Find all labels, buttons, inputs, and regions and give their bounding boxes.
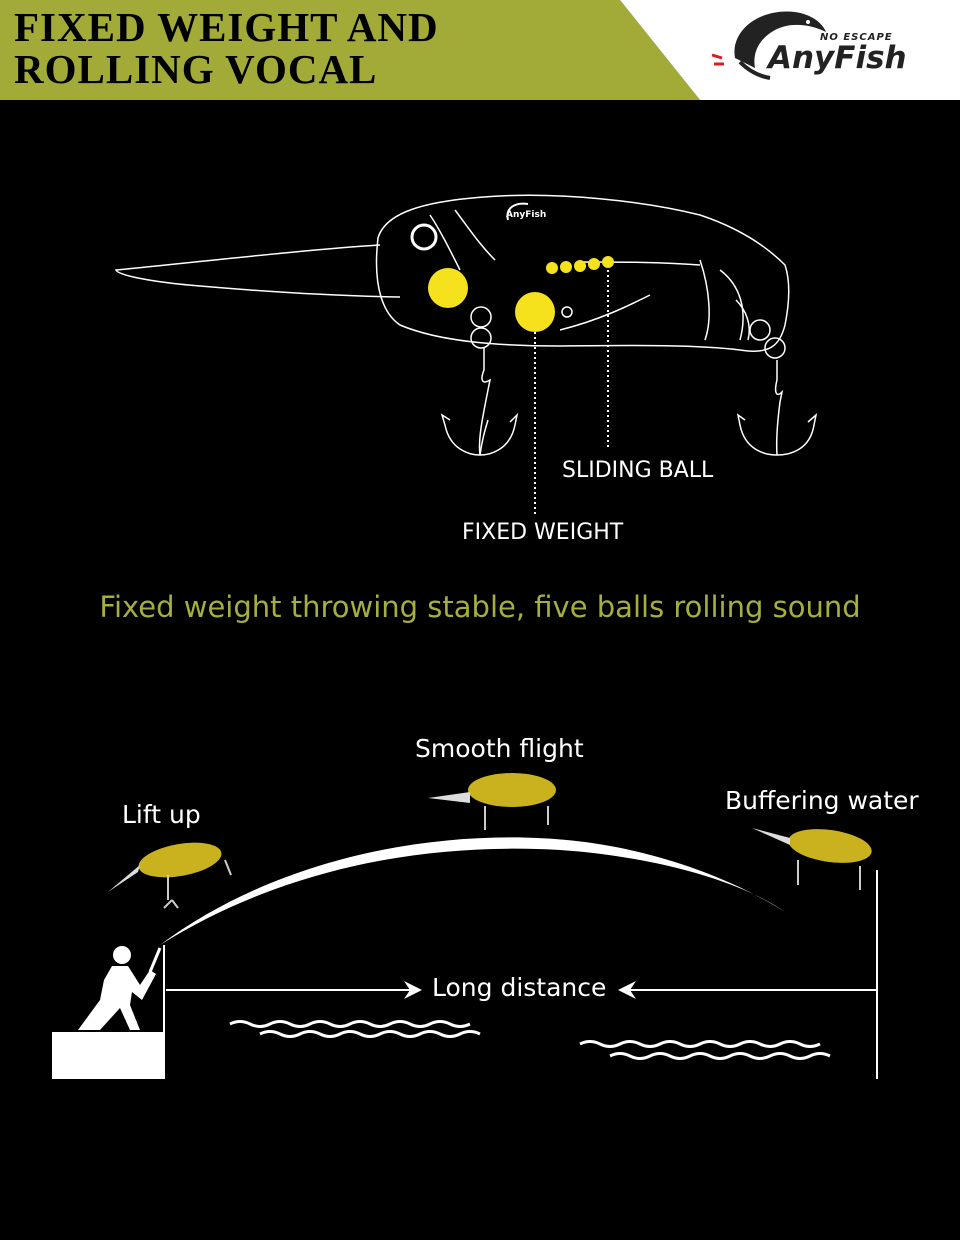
shore-platform	[52, 1032, 165, 1079]
smooth-flight-label: Smooth flight	[415, 734, 584, 763]
diving-lip-outline	[114, 244, 401, 298]
buffering-water-label: Buffering water	[725, 786, 919, 815]
brand-name: AnyFish	[768, 40, 907, 76]
long-distance-label: Long distance	[432, 973, 607, 1002]
lure-body-outline	[375, 194, 790, 352]
brand-tagline: NO ESCAPE	[820, 32, 893, 43]
lure-logo-text: AnyFish	[506, 210, 546, 220]
fixed-weight-balls	[428, 268, 555, 332]
lift-up-label: Lift up	[122, 800, 201, 829]
page-title: FIXED WEIGHT AND ROLLING VOCAL	[14, 6, 439, 90]
feature-tagline: Fixed weight throwing stable, five balls…	[99, 590, 861, 624]
lure-eye	[410, 223, 438, 251]
rear-treble-hook	[774, 360, 784, 456]
fixed-weight-label: FIXED WEIGHT	[462, 520, 624, 545]
lure-lift-up	[108, 842, 232, 909]
sliding-ball-label: SLIDING BALL	[562, 458, 714, 483]
front-treble-hook	[478, 348, 492, 456]
sliding-balls	[546, 256, 614, 274]
front-split-ring	[470, 306, 492, 328]
lure-logo-brand: AnyFish	[506, 210, 547, 220]
title-line-2: ROLLING VOCAL	[14, 46, 378, 92]
rear-split-ring	[749, 319, 771, 341]
lure-buffering-water	[752, 828, 872, 890]
lure-smooth-flight	[428, 773, 556, 830]
title-line-1: FIXED WEIGHT AND	[14, 4, 439, 50]
leaping-fish-logo	[711, 11, 826, 80]
water-waves	[229, 1020, 831, 1060]
header-banner	[0, 0, 960, 100]
angler-icon	[78, 946, 162, 1030]
tail-section-line	[699, 259, 710, 341]
flight-arc	[160, 837, 785, 945]
